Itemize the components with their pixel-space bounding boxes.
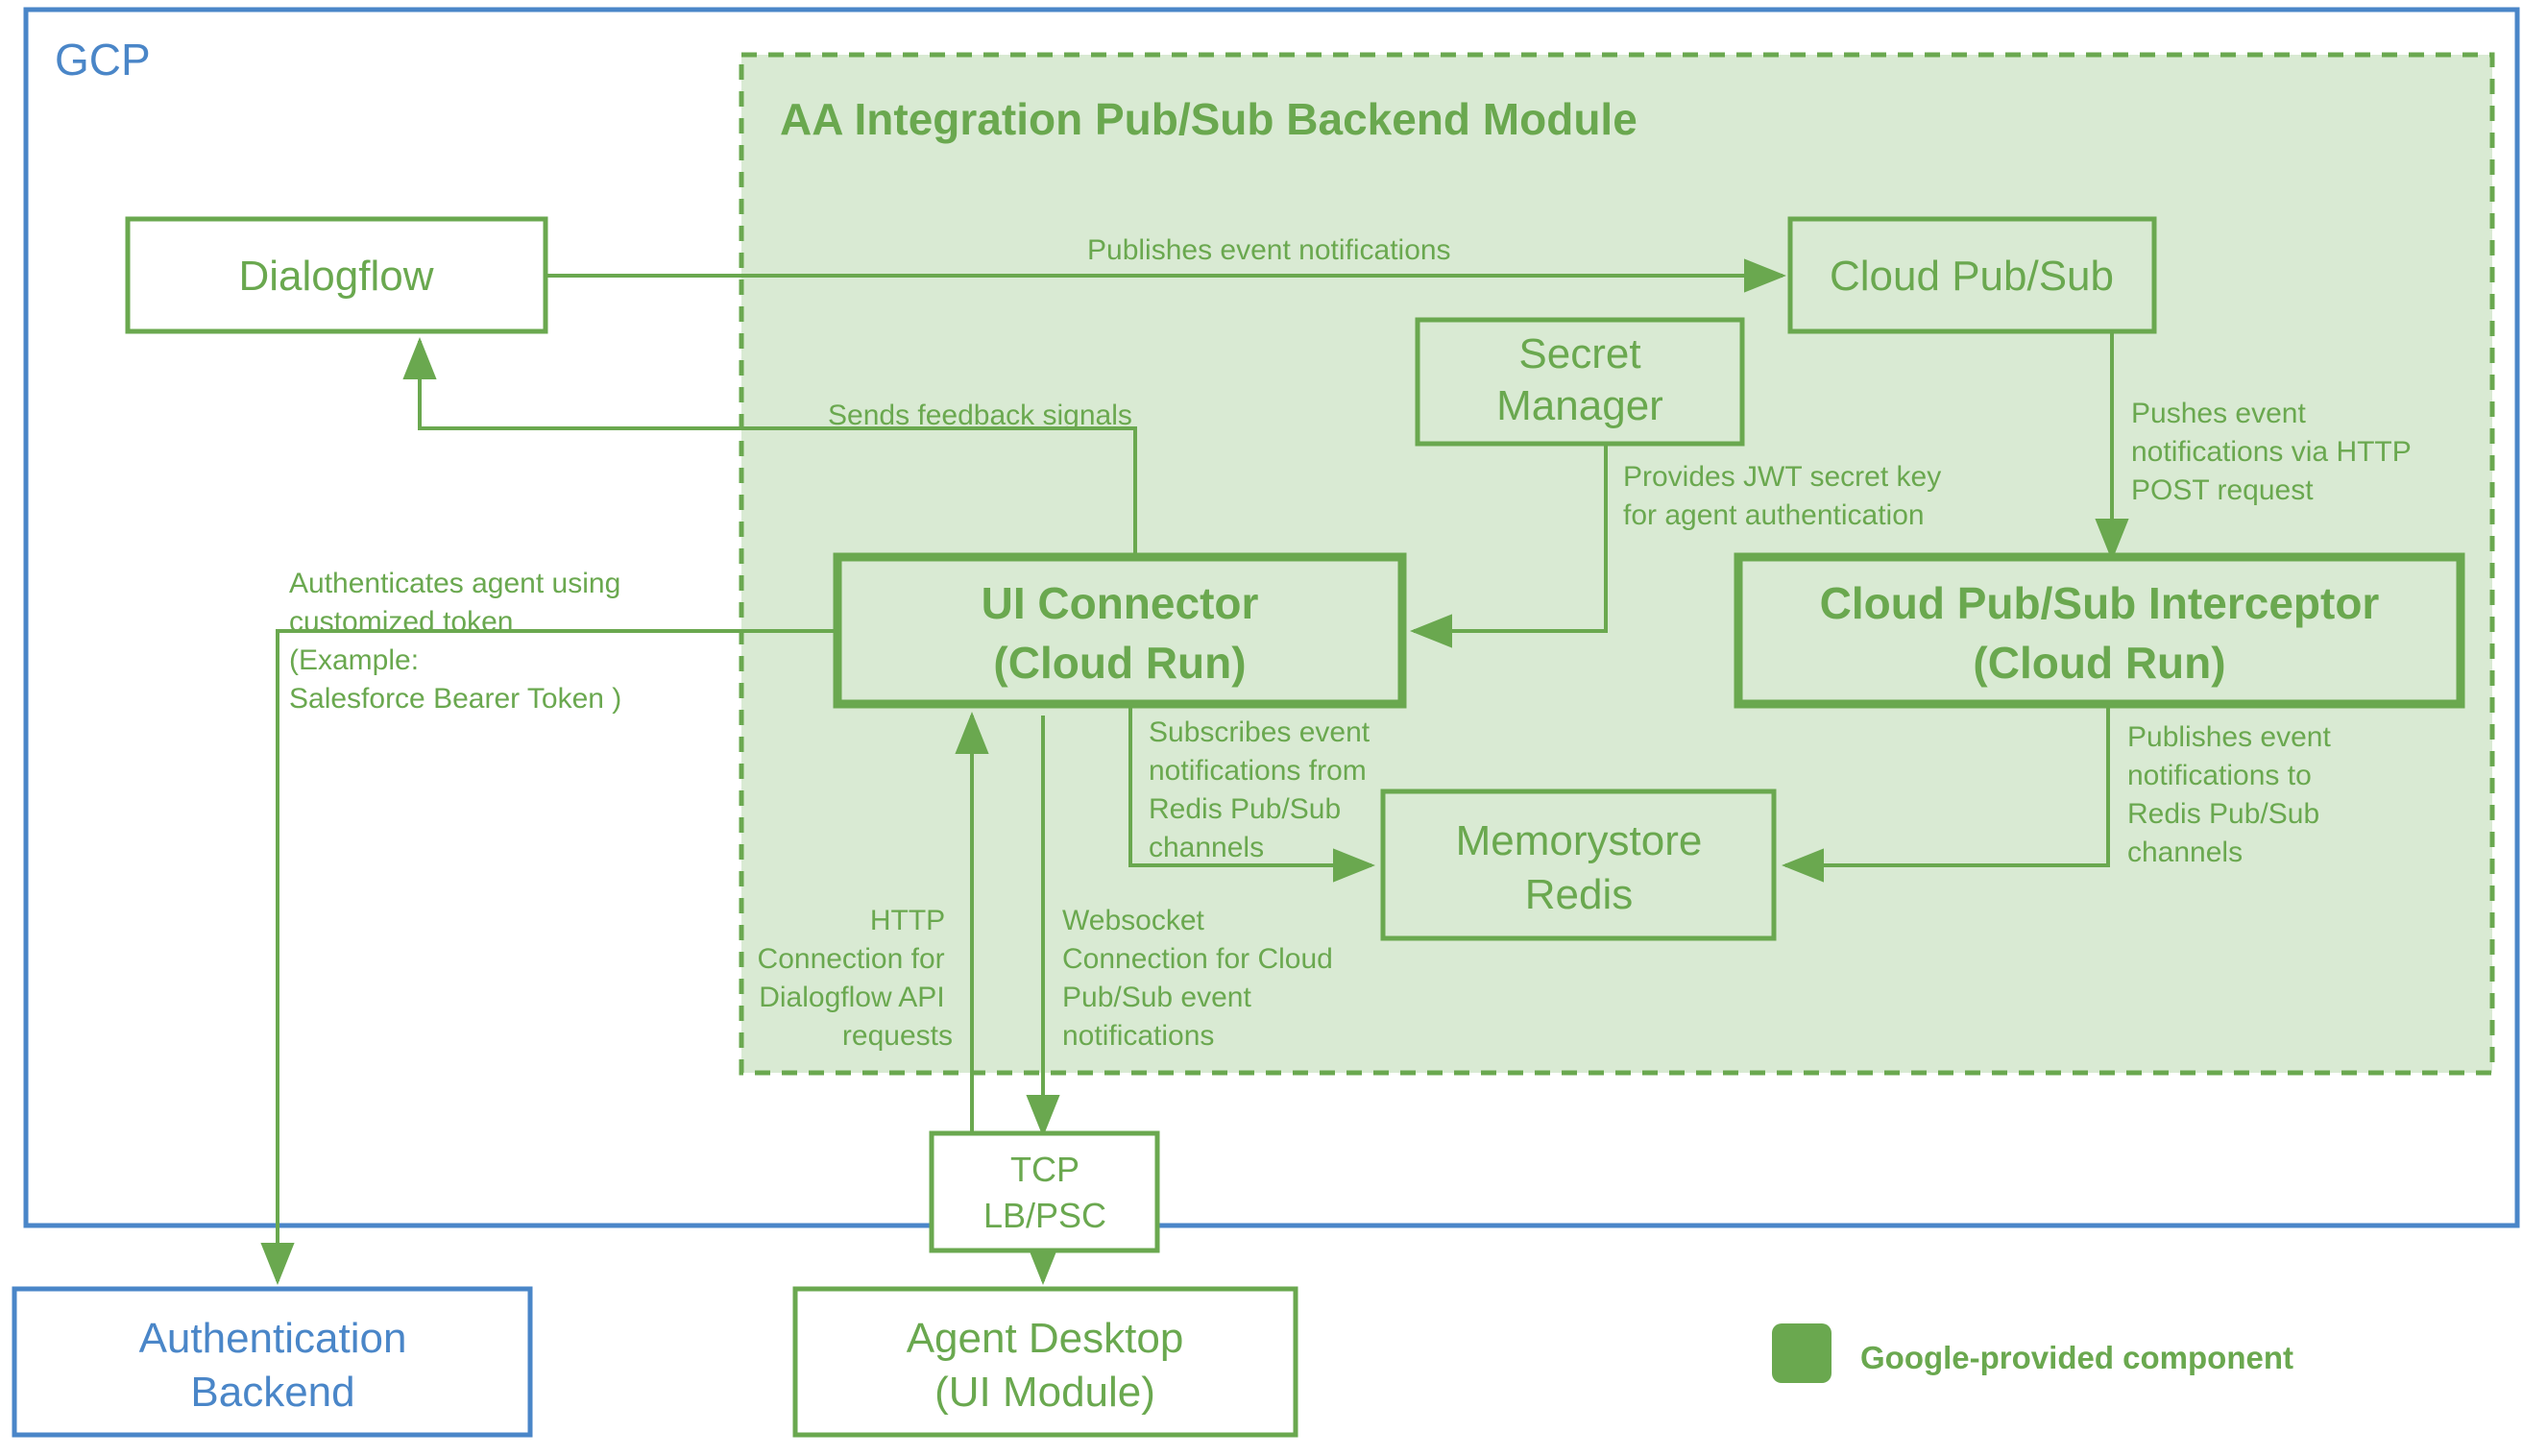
node-label-memorystore-line2: Redis bbox=[1525, 871, 1634, 918]
edge-feedback bbox=[402, 337, 1137, 557]
node-label-secret-manager-line1: Secret bbox=[1518, 330, 1640, 377]
node-label-cloud-pubsub: Cloud Pub/Sub bbox=[1830, 253, 2114, 300]
edge-label-websocket: Websocket Connection for Cloud Pub/Sub e… bbox=[1062, 905, 1341, 1052]
node-label-auth-backend-line1: Authentication bbox=[139, 1315, 407, 1362]
edge-label-push-http: Pushes event notifications via HTTP POST… bbox=[2131, 398, 2419, 506]
node-memorystore[interactable]: Memorystore Redis bbox=[1380, 789, 1777, 941]
node-label-tcp-lb-line1: TCP bbox=[1010, 1150, 1079, 1189]
legend-swatch bbox=[1772, 1323, 1831, 1383]
node-label-tcp-lb-line2: LB/PSC bbox=[983, 1196, 1106, 1235]
node-interceptor[interactable]: Cloud Pub/Sub Interceptor (Cloud Run) bbox=[1734, 552, 2465, 709]
node-label-ui-connector-line1: UI Connector bbox=[982, 578, 1259, 628]
node-tcp-lb[interactable]: TCP LB/PSC bbox=[929, 1130, 1160, 1253]
node-label-interceptor-line1: Cloud Pub/Sub Interceptor bbox=[1820, 578, 2380, 628]
edge-label-publish-redis: Publishes event notifications to Redis P… bbox=[2127, 721, 2339, 868]
node-ui-connector[interactable]: UI Connector (Cloud Run) bbox=[833, 552, 1407, 709]
edge-auth-token bbox=[260, 629, 837, 1285]
gcp-boundary bbox=[23, 7, 2520, 1228]
node-agent-desktop[interactable]: Agent Desktop (UI Module) bbox=[792, 1286, 1298, 1438]
node-label-ui-connector-line2: (Cloud Run) bbox=[993, 638, 1246, 688]
edge-label-feedback: Sends feedback signals bbox=[828, 400, 1132, 431]
node-dialogflow[interactable]: Dialogflow bbox=[125, 216, 548, 334]
module-title: AA Integration Pub/Sub Backend Module bbox=[780, 94, 1637, 144]
edge-jwt bbox=[1410, 444, 1608, 648]
node-label-memorystore-line1: Memorystore bbox=[1456, 817, 1703, 864]
legend-label: Google-provided component bbox=[1860, 1340, 2293, 1375]
node-label-agent-desktop-line2: (UI Module) bbox=[934, 1369, 1155, 1416]
legend: Google-provided component bbox=[1772, 1323, 2293, 1383]
edge-publish-redis bbox=[1782, 704, 2110, 883]
edge-label-auth-token: Authenticates agent using customized tok… bbox=[289, 568, 629, 715]
node-label-interceptor-line2: (Cloud Run) bbox=[1973, 638, 2225, 688]
node-label-agent-desktop-line1: Agent Desktop bbox=[907, 1315, 1184, 1362]
node-label-auth-backend-line2: Backend bbox=[190, 1369, 354, 1416]
edge-label-publishes-event: Publishes event notifications bbox=[1087, 234, 1451, 266]
node-auth-backend[interactable]: Authentication Backend bbox=[12, 1286, 533, 1438]
edge-label-subscribe-redis: Subscribes event notifications from Redi… bbox=[1149, 716, 1377, 863]
gcp-label: GCP bbox=[55, 35, 151, 85]
node-label-dialogflow: Dialogflow bbox=[239, 253, 434, 300]
node-label-secret-manager-line2: Manager bbox=[1496, 382, 1663, 429]
edge-label-jwt: Provides JWT secret key for agent authen… bbox=[1623, 461, 1950, 531]
edge-subscribe-redis bbox=[1128, 704, 1375, 883]
node-cloud-pubsub[interactable]: Cloud Pub/Sub bbox=[1787, 216, 2157, 334]
node-secret-manager[interactable]: Secret Manager bbox=[1415, 317, 1745, 447]
edge-label-http-dialogflow: HTTP Connection for Dialogflow API reque… bbox=[758, 905, 953, 1052]
